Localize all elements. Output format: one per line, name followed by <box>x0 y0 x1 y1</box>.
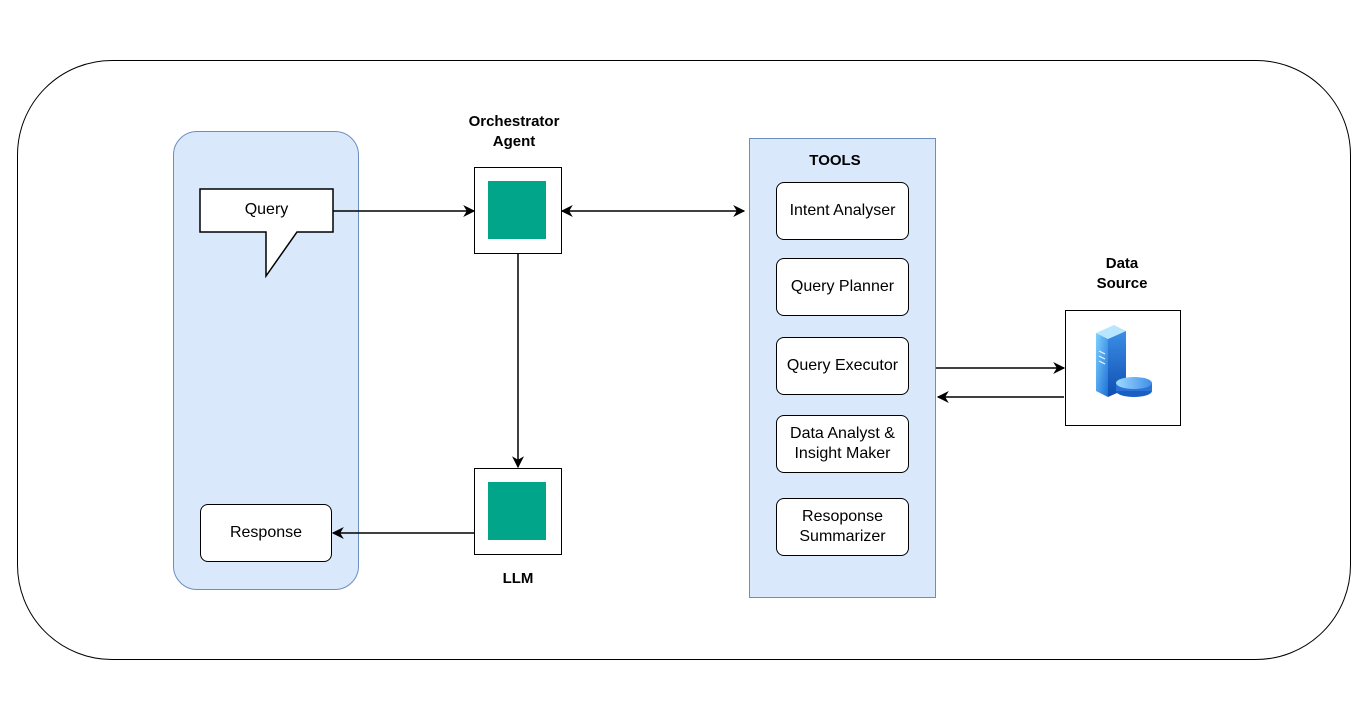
tool-intent-analyser: Intent Analyser <box>776 182 909 240</box>
system-boundary <box>17 60 1351 660</box>
response-box: Response <box>200 504 332 562</box>
server-database-icon <box>1096 325 1152 397</box>
tool-query-executor: Query Executor <box>776 337 909 395</box>
orchestrator-agent-label: Orchestrator Agent <box>468 113 560 150</box>
data-source-label: Data Source <box>1096 255 1148 292</box>
query-label: Query <box>244 201 289 218</box>
query-bubble <box>199 188 334 279</box>
tool-response-summarizer: Resoponse Summarizer <box>776 498 909 556</box>
llm-label: LLM <box>502 570 534 587</box>
llm-node <box>474 468 562 555</box>
tool-query-planner: Query Planner <box>776 258 909 316</box>
tool-data-analyst: Data Analyst & Insight Maker <box>776 415 909 473</box>
tools-title: TOOLS <box>809 152 861 169</box>
orchestrator-agent-node <box>474 167 562 254</box>
data-source-node <box>1065 310 1181 426</box>
orchestrator-agent-icon <box>488 181 546 239</box>
llm-icon <box>488 482 546 540</box>
